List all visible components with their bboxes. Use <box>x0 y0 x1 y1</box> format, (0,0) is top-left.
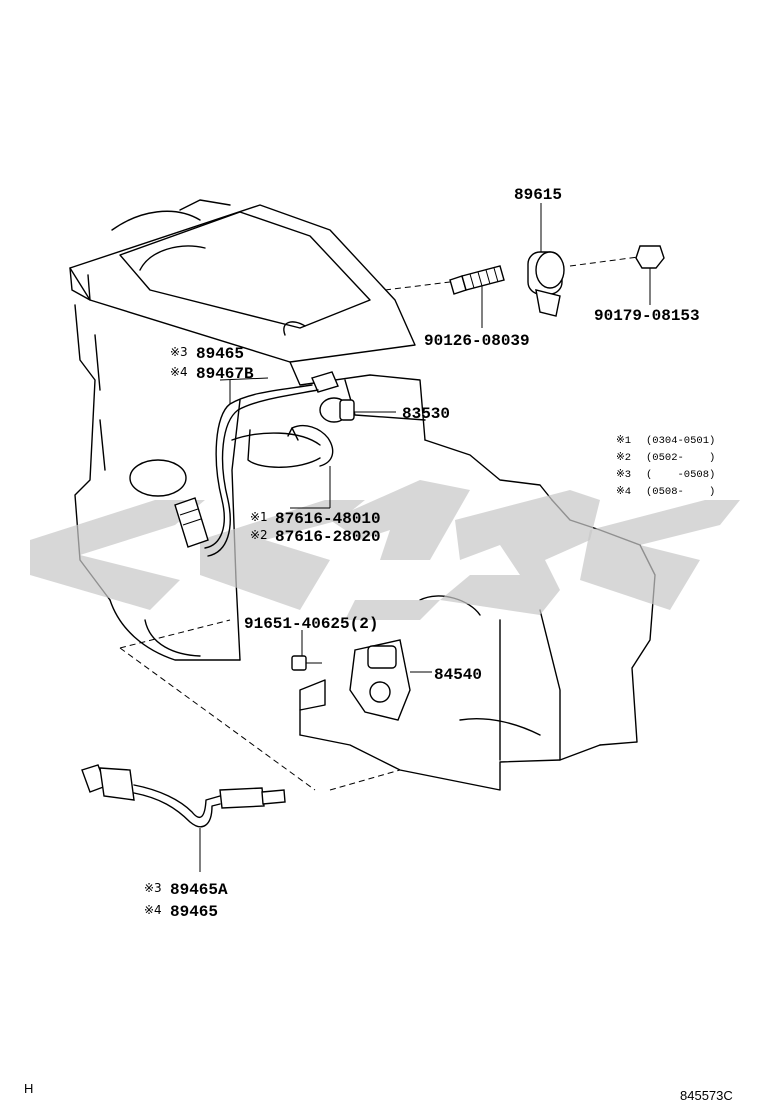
legend-range: ( -0508) <box>646 469 715 481</box>
callout-neutral-start-switch: 84540 <box>434 666 482 684</box>
part-number: 87616-48010 <box>275 510 381 528</box>
part-number: 91651-40625(2) <box>244 615 378 633</box>
engine-outline <box>69 199 656 791</box>
part-number: 87616-28020 <box>275 528 381 546</box>
part-number: 89615 <box>514 186 562 204</box>
callout-bolt: 91651-40625(2) <box>244 615 378 633</box>
callout-clamp: ※1 87616-48010 ※2 87616-28020 <box>250 510 381 546</box>
variant-marker: ※2 <box>250 528 268 542</box>
footer: H 845573C <box>24 1081 733 1103</box>
oil-pressure-switch-group <box>319 397 396 423</box>
part-number: 89465A <box>170 881 228 899</box>
callout-stud-bolt: 90126-08039 <box>424 332 530 350</box>
part-number: 90179-08153 <box>594 307 700 325</box>
callout-upper-o2-sensor: ※3 89465 ※4 89467B <box>170 345 254 383</box>
callout-oil-pressure-switch: 83530 <box>402 405 450 423</box>
diagram-code: 845573C <box>680 1088 733 1103</box>
legend: ※1 (0304-0501) ※2 (0502- ) ※3 ( -0508) ※… <box>616 435 715 498</box>
legend-marker: ※3 <box>616 469 631 481</box>
variant-marker: ※4 <box>144 903 162 917</box>
legend-marker: ※2 <box>616 452 631 464</box>
footer-left-mark: H <box>24 1081 33 1096</box>
lower-o2-sensor-group <box>81 764 286 872</box>
variant-marker: ※3 <box>144 881 162 895</box>
part-number: 90126-08039 <box>424 332 530 350</box>
legend-marker: ※1 <box>616 435 631 447</box>
variant-marker: ※3 <box>170 345 188 359</box>
watermark <box>30 480 740 620</box>
part-number: 89467B <box>196 365 254 383</box>
upper-o2-sensor-group <box>174 371 339 557</box>
part-number: 83530 <box>402 405 450 423</box>
knock-sensor-group <box>449 203 665 328</box>
callout-nut: 90179-08153 <box>594 307 700 325</box>
variant-marker: ※4 <box>170 365 188 379</box>
legend-marker: ※4 <box>616 486 631 498</box>
legend-range: (0304-0501) <box>646 435 715 447</box>
callout-lower-o2-sensor: ※3 89465A ※4 89465 <box>144 881 228 921</box>
neutral-switch-group <box>291 630 432 721</box>
callout-knock-sensor: 89615 <box>514 186 562 204</box>
legend-range: (0508- ) <box>646 486 715 498</box>
part-number: 89465 <box>170 903 218 921</box>
legend-range: (0502- ) <box>646 452 715 464</box>
part-number: 89465 <box>196 345 244 363</box>
part-number: 84540 <box>434 666 482 684</box>
variant-marker: ※1 <box>250 510 268 524</box>
clamp-group <box>287 424 334 509</box>
